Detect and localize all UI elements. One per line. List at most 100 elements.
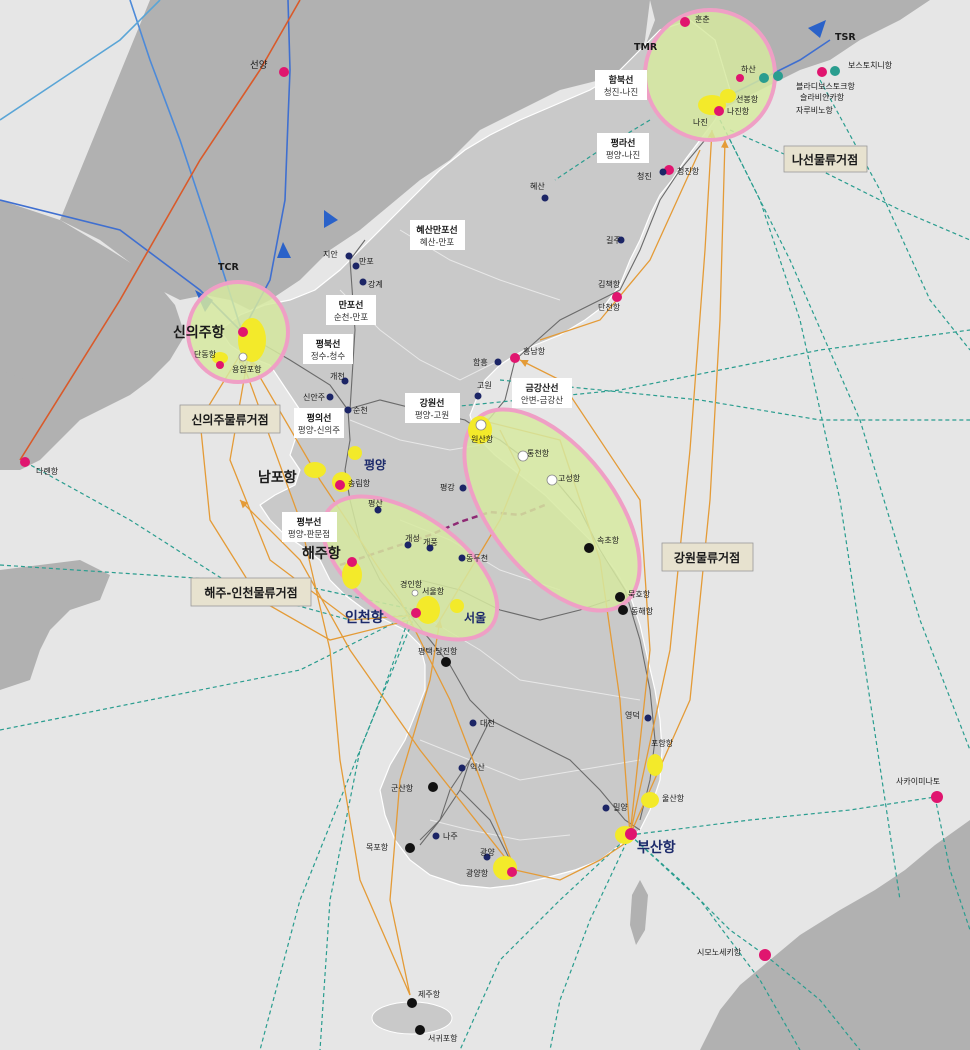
svg-text:사카이미나토: 사카이미나토 [896,776,940,786]
svg-text:하산: 하산 [741,64,756,74]
svg-text:평강: 평강 [440,482,455,492]
svg-text:개천: 개천 [330,371,345,381]
minor-ports-white [238,352,558,597]
black-ports [405,543,628,1035]
major-ports [20,17,943,961]
label-pyongyang: 평양 [364,457,386,472]
svg-text:목포항: 목포항 [366,843,389,852]
svg-text:신안주: 신안주 [303,392,325,402]
svg-text:청진-나진: 청진-나진 [604,87,638,98]
tcr-label: TCR [218,262,239,273]
label-haeju-port: 해주항 [302,545,341,562]
svg-text:혜산만포선: 혜산만포선 [416,224,457,236]
svg-text:용암포항: 용암포항 [232,364,262,374]
svg-text:개풍: 개풍 [423,537,438,547]
svg-text:청진항: 청진항 [677,166,700,176]
label-seoul: 서울 [464,610,486,625]
hub-box-sinuiju: 신의주물류거점 [179,404,281,434]
svg-text:평양-판문점: 평양-판문점 [288,529,330,540]
svg-text:속초항: 속초항 [597,536,620,545]
svg-text:나주: 나주 [443,832,458,841]
svg-text:길주: 길주 [606,236,621,245]
svg-text:평양-나진: 평양-나진 [606,150,640,161]
svg-text:광양항: 광양항 [466,868,489,878]
cities [326,168,667,861]
svg-text:만포선: 만포선 [339,299,364,311]
liaodong-peninsula [0,370,70,470]
svg-text:서귀포항: 서귀포항 [428,1033,458,1043]
svg-text:울산항: 울산항 [662,793,685,803]
svg-text:김책항: 김책항 [598,279,621,289]
svg-text:밀양: 밀양 [613,803,628,812]
svg-text:다롄항: 다롄항 [36,466,59,476]
tsushima-island [630,880,648,945]
svg-text:동해항: 동해항 [631,606,654,616]
svg-text:동두천: 동두천 [466,553,488,563]
teal-ports [759,66,840,83]
shandong-peninsula [0,560,110,690]
svg-text:안변-금강산: 안변-금강산 [521,395,563,406]
svg-text:블라디보스토크항: 블라디보스토크항 [796,81,856,91]
svg-text:강원선: 강원선 [420,397,445,409]
svg-text:개성: 개성 [405,533,420,543]
tsr-arrow [808,20,826,38]
svg-text:선양: 선양 [250,60,268,71]
svg-text:군산항: 군산항 [391,783,414,793]
svg-text:지안: 지안 [323,249,338,259]
svg-text:포항항: 포항항 [651,739,674,748]
rail-box-gangwon: 강원선 평양-고원 [405,393,460,423]
svg-text:통천항: 통천항 [527,448,550,458]
svg-text:함흥: 함흥 [473,357,488,367]
svg-text:서울항: 서울항 [422,587,445,596]
svg-text:평양-고원: 평양-고원 [415,410,449,421]
hub-box-gangwon: 강원물류거점 [661,542,754,572]
svg-text:평산: 평산 [368,498,383,508]
sea-routes [0,79,970,1050]
tmr-label: TMR [634,42,658,53]
rail-box-hyesanmanpo: 혜산만포선 혜산-만포 [410,220,465,250]
svg-text:평택·당진항: 평택·당진항 [418,646,458,656]
label-busan-port: 부산항 [637,839,676,856]
svg-text:보스토치니항: 보스토치니항 [848,60,893,70]
svg-text:나선물류거점: 나선물류거점 [792,152,858,167]
svg-text:영덕: 영덕 [625,710,640,720]
svg-text:나진: 나진 [693,117,708,127]
svg-text:단천항: 단천항 [598,302,621,312]
svg-text:시모노세키항: 시모노세키항 [697,948,742,957]
svg-text:강원물류거점: 강원물류거점 [674,550,740,565]
svg-text:나진항: 나진항 [727,106,750,116]
label-sinuiju-port: 신의주항 [173,324,225,341]
svg-text:순천: 순천 [353,405,368,415]
hub-box-rason: 나선물류거점 [783,145,868,173]
svg-text:익산: 익산 [470,762,485,772]
svg-text:대전: 대전 [480,718,495,728]
china-land-east [60,0,650,310]
svg-text:평양-신의주: 평양-신의주 [298,425,340,436]
rail-box-pyongui: 평의선 평양-신의주 [294,408,344,438]
svg-text:광양: 광양 [480,847,495,857]
svg-text:훈춘: 훈춘 [695,14,710,24]
svg-text:고원: 고원 [477,381,492,390]
svg-text:정수-청수: 정수-청수 [311,351,346,362]
rail-box-pyongra: 평라선 평양-나진 [597,133,649,163]
place-labels: 선양 다롄항 단동항 용암포항 송림항 신안주 개천 순천 지안 만포 강계 혜… [36,14,940,1043]
rail-box-geumgangsan: 금강산선 안변-금강산 [512,378,572,408]
svg-text:금강산선: 금강산선 [525,382,558,394]
svg-text:함북선: 함북선 [609,74,634,86]
svg-text:신의주물류거점: 신의주물류거점 [191,412,268,427]
label-nampo-port: 남포항 [258,469,297,486]
rail-box-pyongbuk: 평북선 정수-청수 [303,334,353,364]
svg-text:단동항: 단동항 [194,349,217,359]
tsr-label: TSR [835,32,856,43]
svg-text:평북선: 평북선 [316,338,341,350]
svg-text:슬라비얀카항: 슬라비얀카항 [800,92,845,102]
svg-text:흥남항: 흥남항 [523,346,546,356]
svg-text:혜산-만포: 혜산-만포 [420,237,455,248]
svg-text:강계: 강계 [368,279,383,289]
rail-box-manpo: 만포선 순천-만포 [326,295,376,325]
svg-text:원산항: 원산항 [471,434,494,444]
rail-box-hambuk: 함북선 청진-나진 [595,70,647,100]
svg-text:평라선: 평라선 [611,137,636,149]
svg-text:청진: 청진 [637,171,652,181]
svg-text:경인항: 경인항 [400,579,423,589]
